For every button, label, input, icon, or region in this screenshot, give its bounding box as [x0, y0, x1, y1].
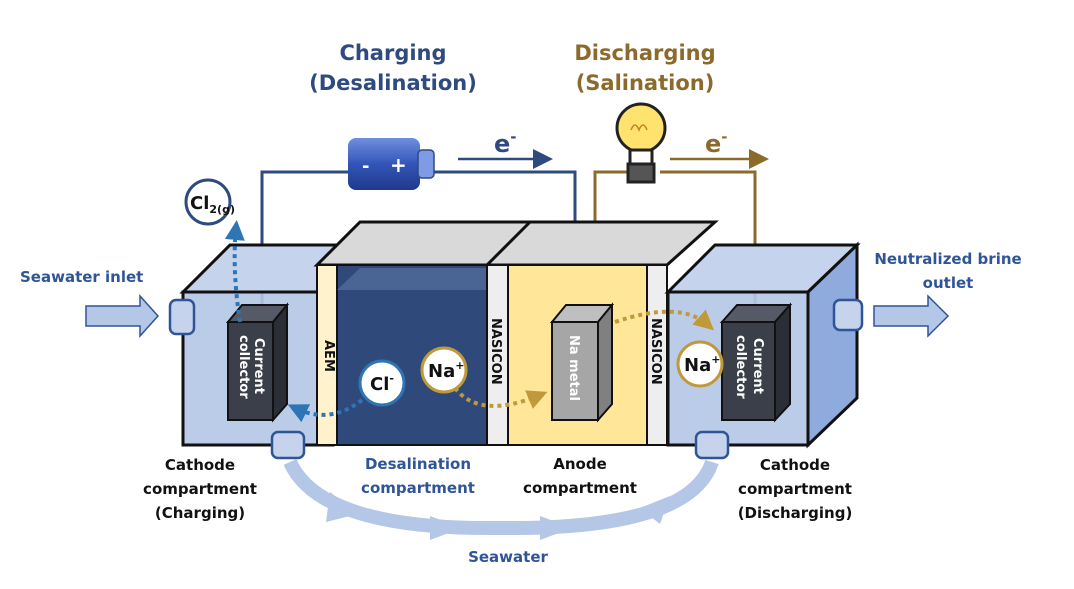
seawater-flow-arrow [283, 458, 719, 536]
charging-subtitle: (Desalination) [309, 71, 477, 95]
cl2-evolution-path [224, 220, 245, 323]
desalination-chamber [336, 264, 488, 446]
svg-text:Cl-: Cl- [370, 372, 394, 395]
svg-text:compartment: compartment [738, 480, 852, 498]
svg-text:Cathode: Cathode [760, 456, 830, 474]
svg-text:(Discharging): (Discharging) [738, 504, 853, 522]
charging-heading: Charging (Desalination) [309, 41, 477, 95]
na-metal-anode: Na metal [549, 302, 615, 423]
bottom-pipe-right [694, 430, 730, 460]
cathode-discharging-label: Cathode compartment (Discharging) [738, 456, 853, 522]
electron-arrow-charging: e- [458, 128, 553, 169]
na-migration-path-discharging [614, 309, 714, 331]
sodium-ion-discharging: Na+ [676, 340, 724, 388]
brine-outlet-pipe [832, 294, 950, 338]
svg-text:compartment: compartment [361, 479, 475, 497]
svg-text:outlet: outlet [923, 274, 974, 292]
svg-text:Neutralized brine: Neutralized brine [874, 250, 1021, 268]
aem-label: AEM [321, 340, 336, 372]
middle-block: AEM NASICON NASICON [313, 220, 719, 446]
svg-text:collector: collector [733, 335, 748, 399]
desalination-compartment-label: Desalination compartment [361, 455, 475, 497]
svg-text:Anode: Anode [553, 455, 607, 473]
cathode-charging-label: Cathode compartment (Charging) [143, 456, 257, 522]
discharging-heading: Discharging (Salination) [574, 41, 715, 95]
inlet-arrow-icon [85, 294, 160, 338]
svg-text:Cathode: Cathode [165, 456, 235, 474]
cl2-gas-bubble: Cl2(g) [184, 178, 235, 226]
svg-text:Na+: Na+ [428, 359, 464, 382]
svg-text:e-: e- [705, 128, 728, 158]
current-collector-left: Current collector [225, 302, 290, 423]
svg-text:compartment: compartment [523, 479, 637, 497]
battery-icon: - + [348, 138, 435, 190]
svg-text:Na+: Na+ [684, 353, 720, 376]
battery-plus: + [390, 153, 407, 177]
battery-minus: - [362, 156, 369, 177]
electron-arrow-discharging: e- [670, 128, 769, 169]
discharging-subtitle: (Salination) [576, 71, 715, 95]
current-collector-right: Current collector [719, 302, 793, 423]
svg-text:Cl2(g): Cl2(g) [190, 193, 235, 216]
outlet-arrow-icon [873, 294, 950, 338]
svg-text:Current: Current [251, 338, 266, 394]
discharging-title: Discharging [574, 41, 715, 65]
svg-text:(Charging): (Charging) [155, 504, 245, 522]
seawater-label: Seawater [468, 548, 548, 566]
svg-text:collector: collector [236, 335, 251, 399]
flow-chevrons [326, 492, 670, 540]
svg-text:Current: Current [750, 338, 765, 394]
nasicon-label-left: NASICON [488, 318, 503, 385]
cl-migration-path [287, 398, 364, 423]
brine-outlet-label: Neutralized brine outlet [874, 250, 1021, 292]
chloride-ion: Cl- [358, 359, 406, 407]
seawater-inlet-pipe [85, 294, 196, 338]
anode-compartment-label: Anode compartment [523, 455, 637, 497]
svg-text:Na metal: Na metal [566, 335, 581, 401]
nasicon-label-right: NASICON [648, 318, 663, 385]
svg-text:Desalination: Desalination [365, 455, 471, 473]
light-bulb-icon [615, 102, 667, 184]
svg-text:compartment: compartment [143, 480, 257, 498]
charging-title: Charging [339, 41, 446, 65]
sodium-ion-charging: Na+ [420, 346, 468, 394]
svg-text:e-: e- [494, 128, 517, 158]
seawater-inlet-label: Seawater inlet [20, 268, 143, 286]
bottom-pipe-left [270, 430, 306, 460]
